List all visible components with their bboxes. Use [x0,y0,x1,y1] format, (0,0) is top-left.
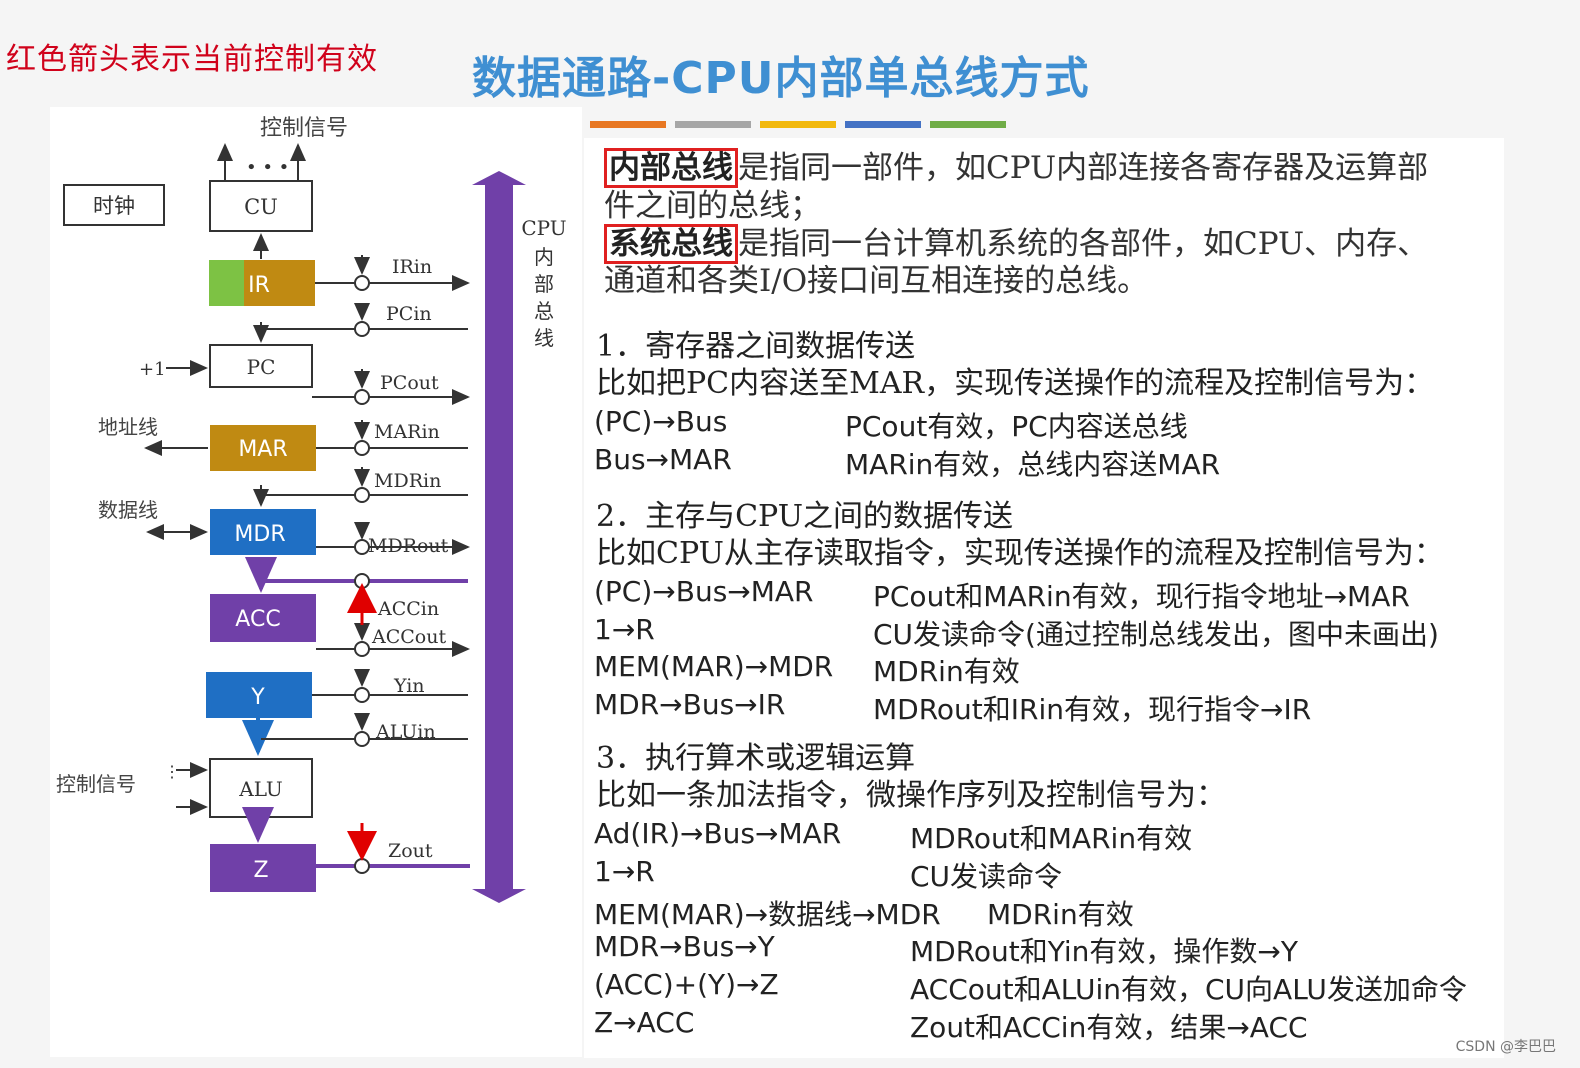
system-bus-def-line2: 通道和各类I/O接口间互相连接的总线。 [604,263,1149,299]
top-control-label: 控制信号 [260,116,348,141]
s3-row3-right: MDRin有效 [987,898,1134,931]
signal-aluin: ALUin [375,721,436,743]
signal-accout: ACCout [371,626,446,648]
s1-row1-left: (PC)→Bus [594,405,728,438]
signal-pcin: PCin [386,303,432,325]
bus-label-4: 线 [534,326,554,350]
system-bus-def-line1: 是指同一台计算机系统的各部件，如CPU、内存、 [738,226,1429,262]
datapath-svg: 控制信号 • • • 时钟 CU IR PC +1 MAR 地址线 MDR 数据… [56,116,567,903]
z-box [210,844,316,892]
signal-yin: Yin [393,675,425,697]
system-bus-term: 系统总线 [604,224,738,264]
stripe-blue [845,121,921,128]
cu-label: CU [244,195,278,219]
s3-row2-right: CU发读命令 [910,860,1063,893]
mdr-box [210,509,316,555]
address-line-label: 地址线 [98,415,158,439]
internal-bus [472,171,526,903]
page-title: 数据通路-CPU内部单总线方式 [472,53,1090,104]
cpu-datapath-diagram: 控制信号 • • • 时钟 CU IR PC +1 MAR 地址线 MDR 数据… [50,107,582,1057]
s3-row4-right: MDRout和Yin有效，操作数→Y [910,935,1298,968]
z-label: Z [253,858,268,883]
stripe-yellow [760,121,836,128]
s3-row5-left: (ACC)+(Y)→Z [594,968,779,1001]
section3-intro: 比如一条加法指令，微操作序列及控制信号为： [596,778,1226,813]
signal-mdrin: MDRin [374,470,441,492]
stripe-green [930,121,1006,128]
cu-box [209,180,313,232]
bus-label-2: 部 [534,272,554,296]
bus-label-3: 总 [534,299,554,323]
acc-box [210,594,316,642]
s3-row1-left: Ad(IR)→Bus→MAR [594,817,842,850]
s2-row1-right: PCout和MARin有效，现行指令地址→MAR [873,580,1410,613]
signal-pcout: PCout [380,372,439,394]
y-label: Y [250,685,265,710]
s3-row2-left: 1→R [594,855,655,888]
control-dots: • • • [246,157,289,178]
s2-row1-left: (PC)→Bus→MAR [594,575,814,608]
mar-label: MAR [238,437,287,462]
internal-bus-term: 内部总线 [604,148,738,188]
data-line-label: 数据线 [98,498,158,522]
system-bus-definition: 系统总线是指同一台计算机系统的各部件，如CPU、内存、 [604,224,1428,264]
y-box [206,672,312,718]
s1-row2-right: MARin有效，总线内容送MAR [845,448,1221,481]
s3-row1-right: MDRout和MARin有效 [910,822,1193,855]
s2-row3-left: MEM(MAR)→MDR [594,650,834,683]
acc-label: ACC [235,607,280,632]
section1-intro: 比如把PC内容送至MAR，实现传送操作的流程及控制信号为： [596,366,1435,401]
s3-row5-right: ACCout和ALUin有效，CU向ALU发送加命令 [910,973,1467,1006]
pc-box [209,344,313,388]
alu-control-label: 控制信号 [56,772,136,796]
internal-bus-def-line2: 件之间的总线； [604,188,821,224]
svg-text:⋮: ⋮ [164,762,180,781]
s2-row4-left: MDR→Bus→IR [594,688,786,721]
signal-mdrout: MDRout [368,535,449,557]
s2-row2-right: CU发读命令(通过控制总线发出，图中未画出) [873,618,1439,651]
bus-label-1: 内 [534,245,554,269]
alu-label: ALU [238,777,283,801]
s3-row4-left: MDR→Bus→Y [594,930,775,963]
mdr-label: MDR [234,522,285,547]
s3-row6-left: Z→ACC [594,1006,695,1039]
s3-row6-right: Zout和ACCin有效，结果→ACC [910,1011,1308,1044]
stripe-gray [675,121,751,128]
watermark: CSDN @李巴巴 [1455,1039,1556,1055]
bus-label-cpu: CPU [521,216,566,240]
mar-box [210,425,316,471]
internal-bus-def-line1: 是指同一部件，如CPU内部连接各寄存器及运算部 [738,150,1429,186]
internal-bus-definition: 内部总线是指同一部件，如CPU内部连接各寄存器及运算部 [604,148,1428,188]
section3-heading: 3．执行算术或逻辑运算 [596,741,916,776]
clock-box [63,184,165,226]
s3-row3-left: MEM(MAR)→数据线→MDR [594,898,941,931]
section1-heading: 1．寄存器之间数据传送 [596,329,916,364]
signal-zout: Zout [388,840,433,862]
clock-label: 时钟 [93,194,135,218]
plus-one-label: +1 [139,359,166,380]
stripe-orange [590,121,666,128]
explanation-panel [584,138,1504,1058]
s1-row1-right: PCout有效，PC内容送总线 [845,410,1188,443]
s2-row2-left: 1→R [594,613,655,646]
s2-row4-right: MDRout和IRin有效，现行指令→IR [873,693,1312,726]
ir-label: IR [248,273,270,298]
signal-irin: IRin [392,256,432,278]
signal-marin: MARin [374,421,440,443]
signal-accin: ACCin [377,598,439,620]
ir-box [244,260,315,306]
section2-intro: 比如CPU从主存读取指令，实现传送操作的流程及控制信号为： [596,536,1444,571]
section2-heading: 2．主存与CPU之间的数据传送 [596,499,1013,534]
s2-row3-right: MDRin有效 [873,655,1020,688]
note-red-arrow-legend: 红色箭头表示当前控制有效 [6,42,378,77]
pc-label: PC [247,355,276,379]
s1-row2-left: Bus→MAR [594,443,732,476]
